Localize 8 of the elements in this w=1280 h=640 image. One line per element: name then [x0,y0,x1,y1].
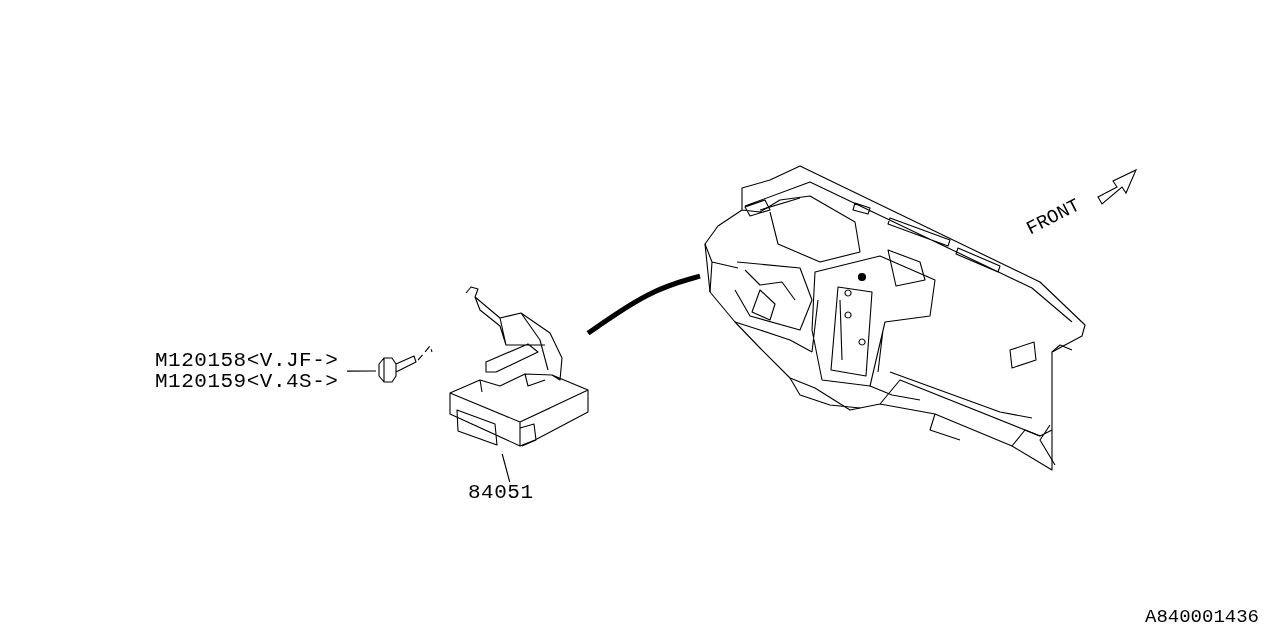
alignment-line [417,344,433,361]
part-number: M120158<V.JF-> [155,350,340,371]
drawing-number: A840001436 [1145,606,1260,628]
leader-line [346,370,377,372]
location-line [586,273,701,336]
leader-line [501,453,511,483]
part-number: 84051 [468,482,535,503]
part-number: M120159<V.4S-> [155,371,340,392]
